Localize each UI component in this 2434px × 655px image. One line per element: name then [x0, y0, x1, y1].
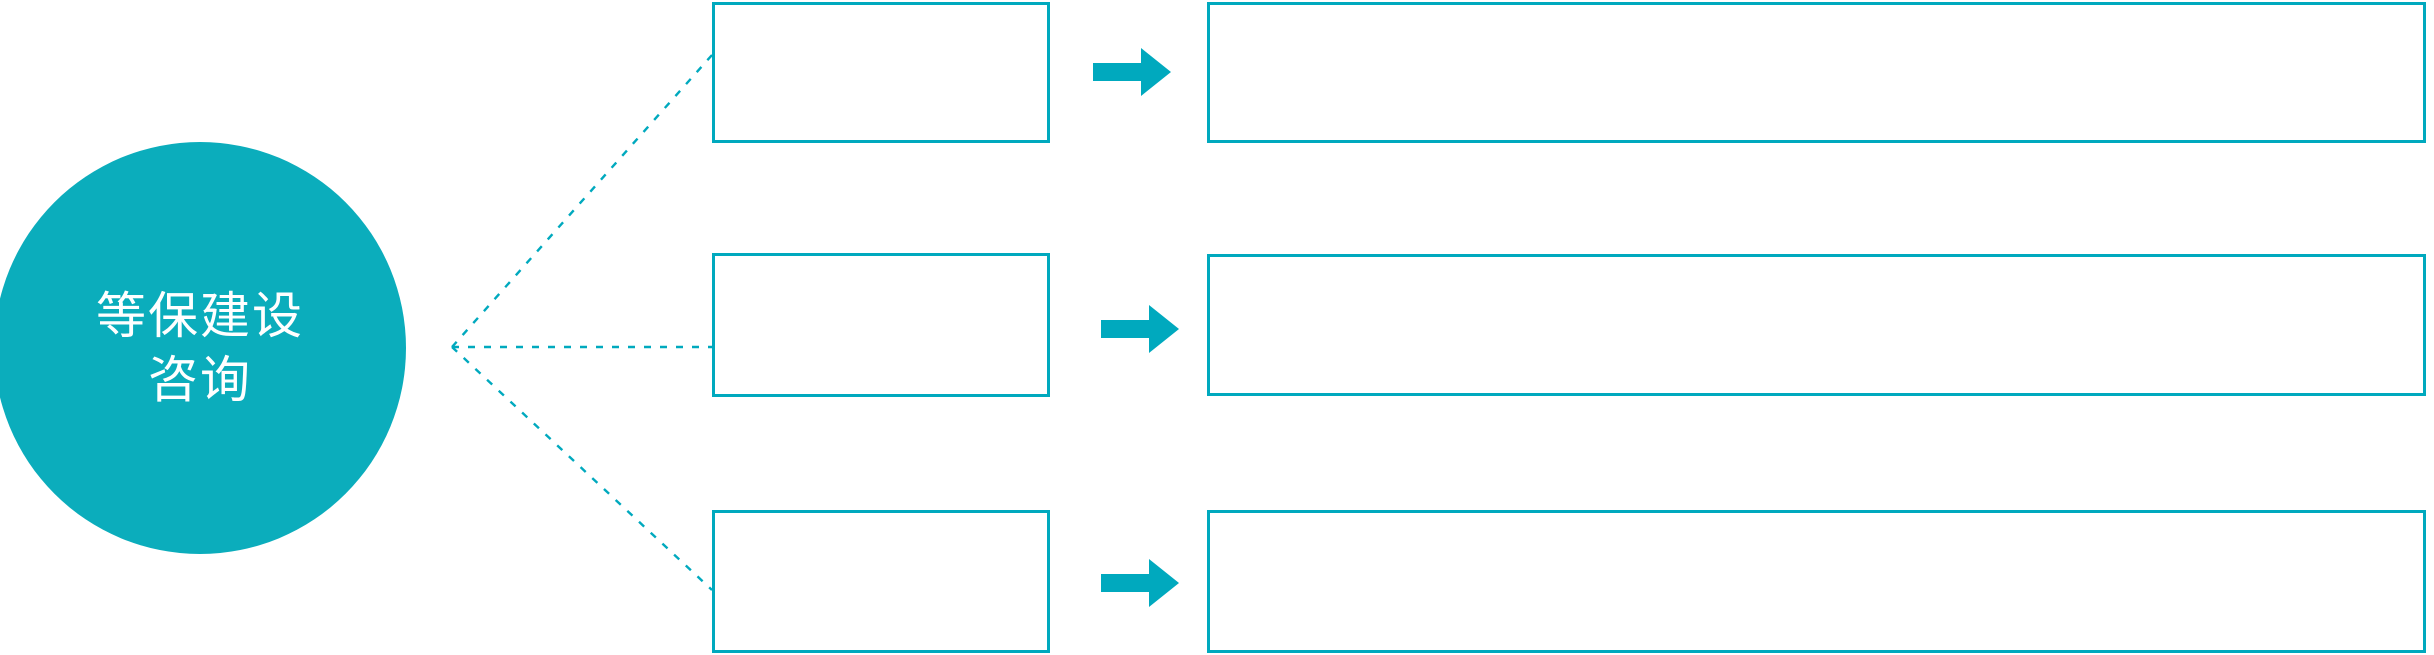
topic-box-3[interactable] [712, 510, 1050, 653]
detail-box-2[interactable] [1207, 254, 2426, 396]
arrow-right-icon-1 [1093, 48, 1171, 96]
topic-box-1[interactable] [712, 2, 1050, 143]
hub-label-line-1: 等保建设 [96, 288, 304, 344]
arrow-right-icon-3 [1101, 559, 1179, 607]
detail-box-1[interactable] [1207, 2, 2426, 143]
topic-box-2[interactable] [712, 253, 1050, 397]
detail-box-3[interactable] [1207, 510, 2426, 653]
hub-circle[interactable]: 等保建设 咨询 [0, 142, 406, 554]
arrow-right-icon-2 [1101, 305, 1179, 353]
hub-label-line-2: 咨询 [148, 352, 252, 408]
connector-branch-top [451, 54, 713, 348]
connector-branch-bottom [451, 346, 713, 591]
